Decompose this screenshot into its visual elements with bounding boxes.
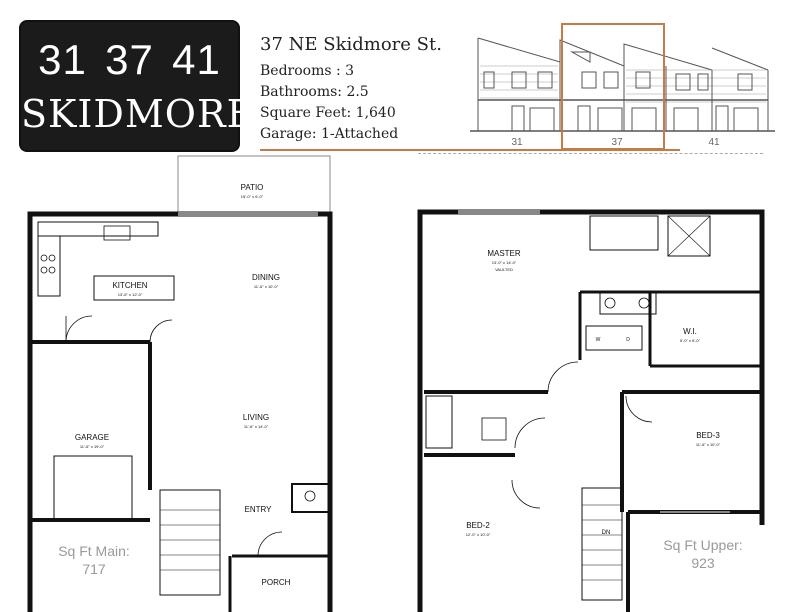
logo-number-37: 37 [105,36,154,83]
room-dining-size: 11'-6" x 10'-0" [254,284,279,289]
main-sqft-label: Sq Ft Main: [58,543,130,559]
upper-floor-plan [417,209,765,612]
upper-sqft-label: Sq Ft Upper: [663,537,743,553]
room-kitchen-size: 13'-6" x 12'-0" [118,292,143,297]
room-bed-3-size: 11'-6" x 10'-0" [696,442,721,447]
square-feet-line: Square Feet: 1,640 [260,105,396,121]
upper-sqft-value: 923 [691,555,715,571]
accent-rule [260,149,680,151]
property-address: 37 NE Skidmore St. [260,34,442,55]
room-living: LIVING [243,413,269,422]
main-sqft-value: 717 [82,561,106,577]
dashed-divider [418,153,763,154]
stair-label: DN [602,530,611,536]
logo-street: SKIDMORE [21,92,256,136]
logo-number-31: 31 [38,36,87,83]
room-walk-in-size: 5'-0" x 6'-0" [680,338,701,343]
bedrooms-line: Bedrooms : 3 [260,63,355,79]
room-bed-3: BED-3 [696,431,720,440]
room-entry: ENTRY [245,505,273,514]
washer-label: W [596,337,601,343]
main-floor-sqft: Sq Ft Main: 717 [44,542,144,578]
logo-badge: 31 37 41 SKIDMORE [21,22,256,150]
elevation-label-31: 31 [511,137,523,148]
room-garage: GARAGE [75,433,109,442]
room-porch: PORCH [262,578,291,587]
logo-numbers: 31 37 41 [21,36,238,84]
highlight-unit-frame [561,23,665,150]
room-dining: DINING [252,273,280,282]
room-walk-in: W.I. [683,327,697,336]
upper-floor-sqft: Sq Ft Upper: 923 [648,536,758,572]
logo-number-41: 41 [172,36,221,83]
bathrooms-line: Bathrooms: 2.5 [260,84,369,100]
room-garage-size: 11'-6" x 19'-0" [80,444,105,449]
room-patio-size: 15'-0" x 6'-0" [241,194,264,199]
room-living-size: 11'-6" x 14'-0" [244,424,269,429]
room-bed-2-size: 12'-0" x 10'-0" [466,532,491,537]
room-master-size: 13'-0" x 14'-0" [492,260,517,265]
room-kitchen: KITCHEN [112,281,147,290]
dryer-label: D [626,337,630,343]
room-master: MASTER [487,249,521,258]
room-master-note: VAULTED [495,267,513,272]
room-bed-2: BED-2 [466,521,490,530]
garage-line: Garage: 1-Attached [260,126,399,142]
elevation-label-41: 41 [708,137,720,148]
elevation-label-37: 37 [611,137,623,148]
main-floor-plan [27,155,333,612]
property-details: 37 NE Skidmore St. Bedrooms : 3 Bathroom… [260,34,442,145]
elevation-drawing [470,37,775,132]
room-patio: PATIO [241,183,264,192]
